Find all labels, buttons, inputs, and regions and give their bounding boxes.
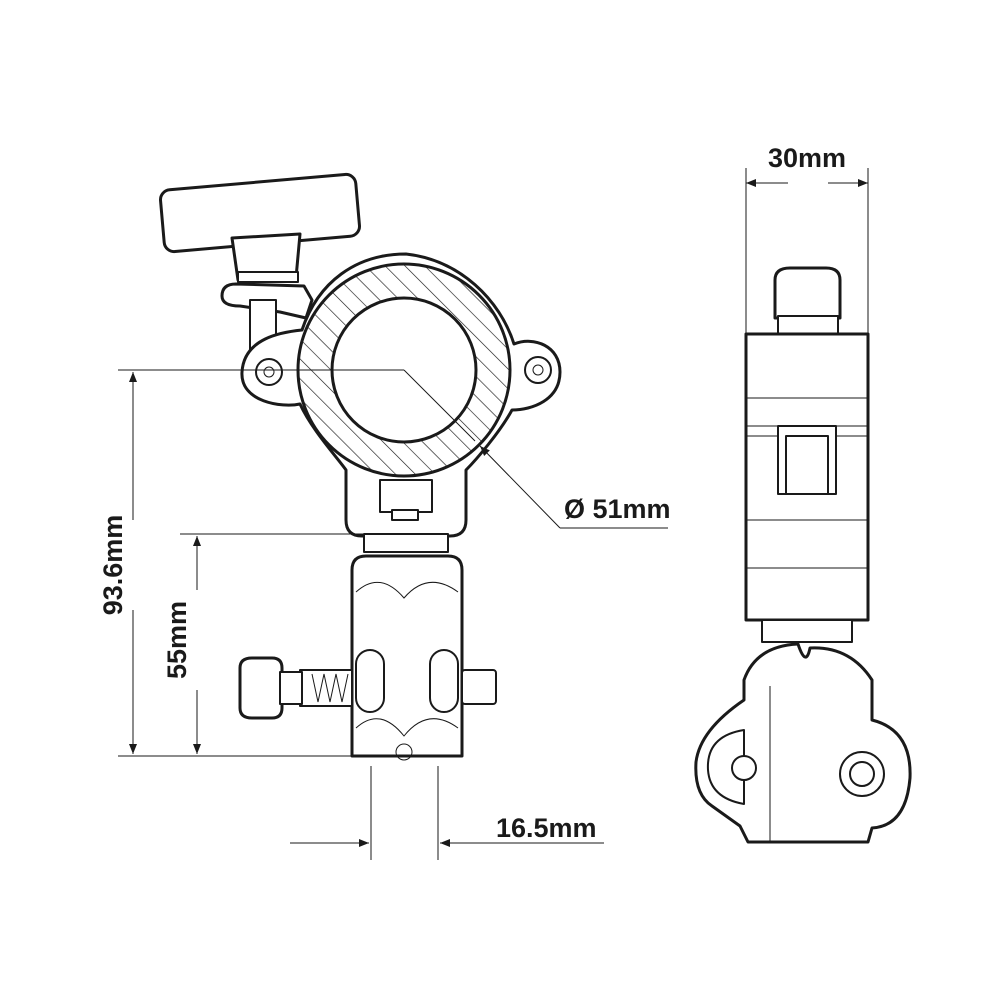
dim-height-total: 93.6mm (98, 369, 404, 757)
side-knob (773, 266, 842, 320)
label-diameter: Ø 51mm (564, 494, 671, 524)
side-knuckle (694, 642, 912, 844)
knuckle-body (350, 554, 464, 761)
wing-handle (159, 172, 361, 283)
dim-width-bottom: 16.5mm (290, 766, 604, 860)
label-height-total: 93.6mm (98, 515, 128, 616)
side-collar (761, 619, 853, 643)
label-height-lower: 55mm (162, 601, 192, 679)
label-width-bottom: 16.5mm (496, 813, 597, 843)
dim-width-top: 30mm (745, 143, 869, 334)
pivot-right (524, 356, 552, 384)
dim-height-lower: 55mm (162, 533, 364, 754)
neck-block (379, 479, 433, 513)
dim-diameter: Ø 51mm (403, 369, 671, 529)
spring (299, 669, 353, 707)
side-pin (461, 669, 497, 705)
pivot-left (255, 358, 283, 386)
side-view (694, 266, 912, 844)
collar (363, 533, 449, 553)
label-width-top: 30mm (768, 143, 846, 173)
spring-knob (238, 656, 284, 720)
